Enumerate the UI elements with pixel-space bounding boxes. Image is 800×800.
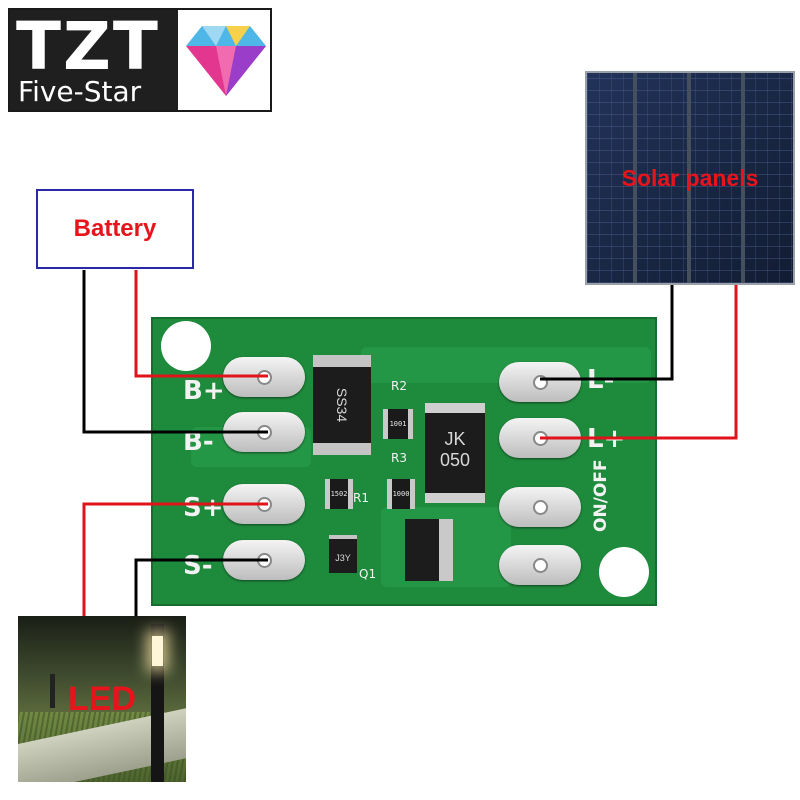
solar-panel-image: Solar panels [585, 71, 795, 285]
background-lamp [50, 674, 55, 708]
solar-panels-label: Solar panels [621, 165, 759, 191]
diode-chip: SS34 [313, 355, 371, 455]
r3-value: 1000 [392, 490, 410, 498]
fuse-chip: JK 050 [425, 403, 485, 503]
mounting-hole [161, 321, 211, 371]
logo-brand: TZT [16, 8, 160, 85]
led-positive-wire [82, 502, 268, 616]
resistor-r2: 1001 [383, 409, 413, 439]
logo-background [10, 10, 178, 110]
mounting-hole [599, 547, 649, 597]
r1-label: R1 [353, 491, 369, 505]
fuse-marking-1: JK [444, 429, 466, 449]
solar-controller-pcb: B+ B- S+ S- L- L+ ON/OFF SS34 R2 1001 R3… [151, 317, 657, 606]
r3-label: R3 [391, 451, 407, 465]
led-label: LED [68, 680, 136, 718]
pad-switch-2 [499, 545, 581, 585]
led-negative-wire [134, 558, 268, 616]
lamp-light [152, 636, 163, 666]
q1-label: Q1 [359, 567, 377, 581]
solar-busbar [687, 73, 691, 283]
r2-label: R2 [391, 379, 407, 393]
logo-tagline: Five-Star [18, 75, 142, 108]
brand-logo: TZT Five-Star [8, 8, 272, 112]
regulator-chip [405, 519, 453, 581]
r2-value: 1001 [389, 420, 407, 428]
resistor-r3: 1000 [387, 479, 415, 509]
pad-switch-1 [499, 487, 581, 527]
solar-busbar [633, 73, 637, 283]
pin-label-b-plus: B+ [183, 376, 225, 406]
led-lamp-image: LED [18, 616, 186, 782]
solar-negative-wire [540, 285, 674, 381]
diamond-icon [186, 26, 266, 96]
resistor-r1: 1502 [325, 479, 353, 509]
transistor-q1: J3Y [329, 535, 357, 573]
pad-hole [533, 558, 548, 573]
solar-busbar [741, 73, 745, 283]
pad-l-minus [499, 362, 581, 402]
battery-box: Battery [36, 189, 194, 269]
battery-negative-wire [82, 270, 268, 434]
pin-label-s-minus: S- [183, 551, 213, 581]
battery-positive-wire [134, 270, 268, 378]
solar-positive-wire [540, 285, 738, 440]
pin-label-s-plus: S+ [183, 493, 224, 523]
pad-hole [533, 500, 548, 515]
battery-label: Battery [73, 215, 157, 242]
q1-marking: J3Y [335, 553, 351, 563]
r1-value: 1502 [330, 490, 348, 498]
fuse-marking-2: 050 [439, 450, 471, 470]
